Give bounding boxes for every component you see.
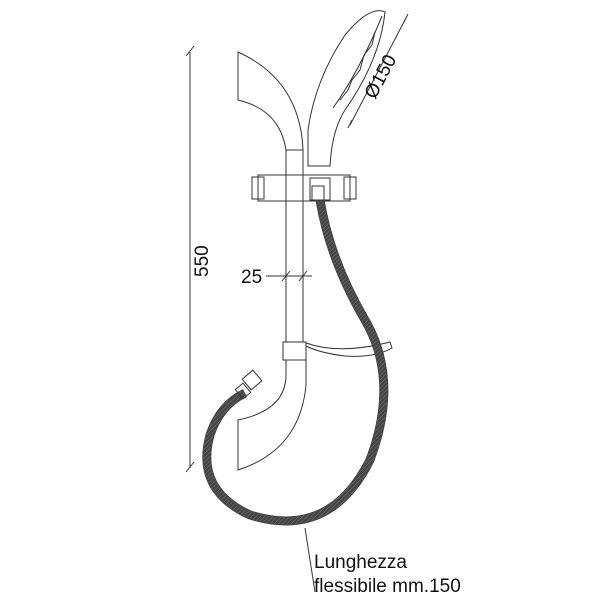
bar-width-dimension: 25 (241, 267, 312, 288)
slide-bar (285, 149, 304, 343)
note-leader-line (304, 527, 316, 593)
upper-wall-bracket (237, 51, 304, 151)
hose-length-note-line2: flessibile mm.150 (314, 576, 461, 597)
height-label: 550 (192, 245, 213, 277)
head-diameter-label: Ø150 (361, 51, 401, 102)
flexible-hose (202, 199, 389, 526)
lower-wall-bracket (237, 359, 307, 471)
hose-connector (234, 369, 263, 400)
hose-length-note-line1: Lunghezza (314, 552, 407, 573)
slider-holder (251, 174, 357, 202)
hand-shower (307, 10, 386, 167)
head-diameter-dimension: Ø150 (347, 13, 409, 129)
hose-outlet (311, 185, 325, 201)
height-dimension: 550 (185, 45, 213, 473)
bar-collar (282, 341, 307, 361)
bar-width-label: 25 (241, 267, 262, 288)
